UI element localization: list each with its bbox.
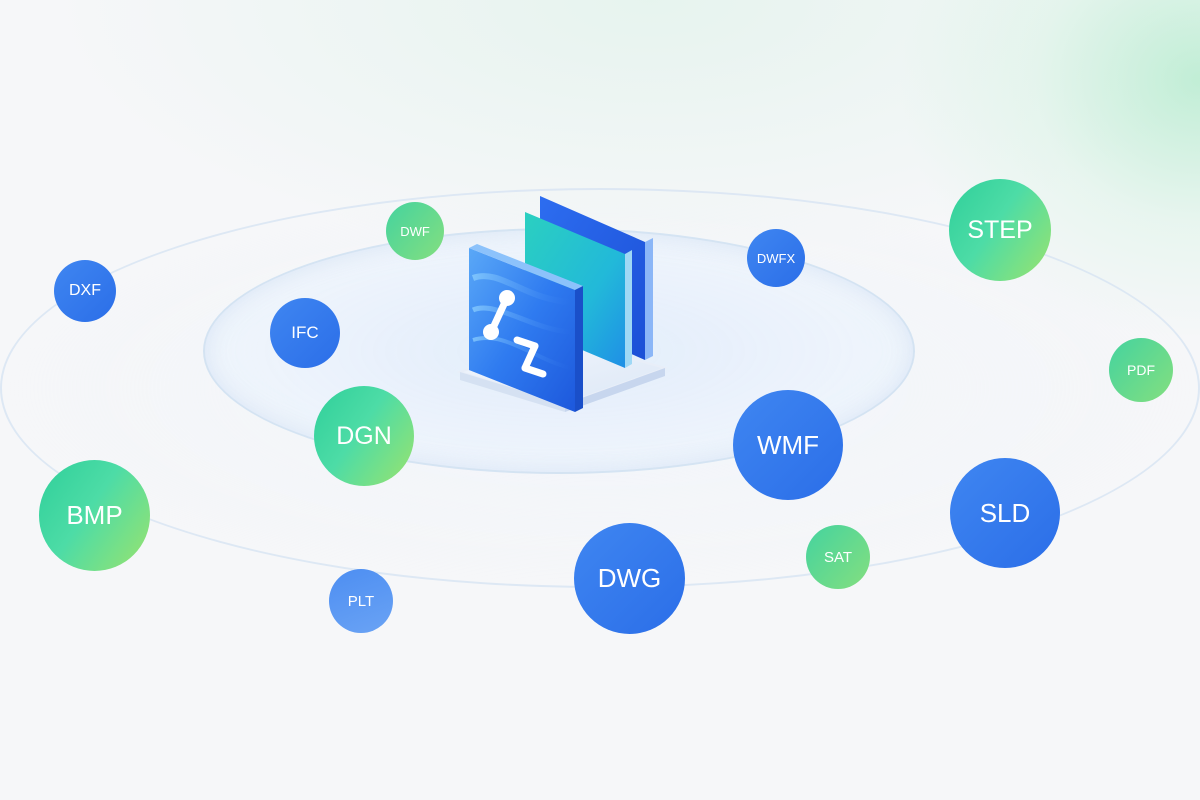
format-bubble-step[interactable]: STEP [949, 179, 1051, 281]
format-label: SLD [979, 497, 1031, 528]
format-label: WMF [756, 429, 820, 460]
format-label: DGN [336, 421, 392, 450]
converter-icon-graphic [456, 196, 669, 412]
format-bubble-dgn[interactable]: DGN [314, 386, 414, 486]
format-label: DWF [400, 223, 430, 239]
format-bubble-pdf[interactable]: PDF [1109, 338, 1173, 402]
format-bubble-dwg[interactable]: DWG [574, 523, 685, 634]
format-label: PLT [347, 592, 375, 610]
format-bubble-plt[interactable]: PLT [329, 569, 393, 633]
format-label: STEP [967, 215, 1033, 244]
format-bubble-ifc[interactable]: IFC [270, 298, 340, 368]
format-label: IFC [291, 323, 319, 342]
format-bubble-bmp[interactable]: BMP [39, 460, 150, 571]
format-label: BMP [66, 500, 123, 530]
format-label: DXF [69, 282, 101, 299]
format-label: PDF [1127, 362, 1155, 378]
format-bubble-sld[interactable]: SLD [950, 458, 1060, 568]
format-label: SAT [823, 548, 853, 566]
format-label: DWFX [756, 250, 796, 266]
converter-icon [455, 190, 675, 430]
format-label: DWG [597, 563, 662, 593]
format-bubble-sat[interactable]: SAT [806, 525, 870, 589]
format-bubble-dwf[interactable]: DWF [386, 202, 444, 260]
format-bubble-wmf[interactable]: WMF [733, 390, 843, 500]
format-bubble-dwfx[interactable]: DWFX [747, 229, 805, 287]
format-bubble-dxf[interactable]: DXF [54, 260, 116, 322]
